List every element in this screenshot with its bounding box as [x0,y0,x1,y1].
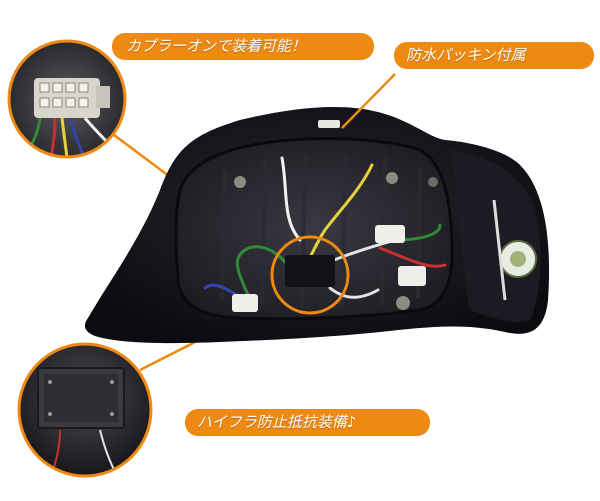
packing-callout-label: 防水パッキン付属 [394,42,594,69]
coupler-callout-text: カプラーオンで装着可能！ [126,37,307,55]
resistor-callout-text: ハイフラ防止抵抗装備♪ [197,413,357,431]
wiring-harness [203,156,447,312]
packing-callout-text: 防水パッキン付属 [406,46,526,64]
tail-lamp-housing [84,106,550,344]
coupler-closeup-inset [7,39,127,159]
highlight-ring [270,235,350,315]
coupler-callout-label: カプラーオンで装着可能！ [112,33,374,60]
resistor-closeup-inset [17,342,153,478]
pointer-line-packing [341,73,396,129]
resistor-callout-label: ハイフラ防止抵抗装備♪ [185,409,430,436]
